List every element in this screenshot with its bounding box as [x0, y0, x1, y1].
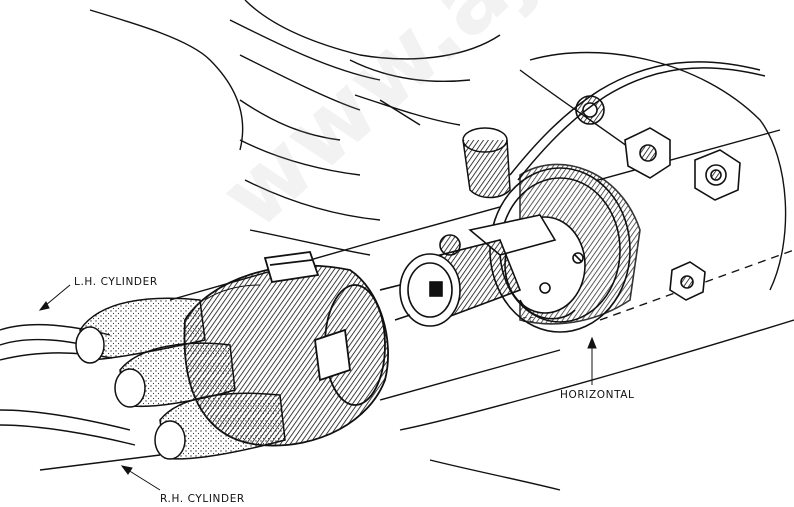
contact-breaker-housing: C C [439, 163, 641, 333]
cylinder-fins [89, 0, 501, 256]
label-rh-cylinder: R.H. CYLINDER [160, 493, 245, 505]
svg-text:C C: C C [522, 316, 534, 324]
plug-cap [462, 127, 511, 199]
label-lh-cylinder: L.H. CYLINDER [74, 276, 158, 288]
lead-rh [0, 409, 161, 471]
ht-lead [509, 61, 766, 181]
cam-ring [379, 239, 522, 327]
boot-lower [154, 392, 286, 460]
leader-lines [38, 284, 597, 491]
boot-middle [114, 342, 236, 408]
timing-nuts [575, 95, 741, 301]
label-horizontal: HORIZONTAL [560, 389, 635, 401]
